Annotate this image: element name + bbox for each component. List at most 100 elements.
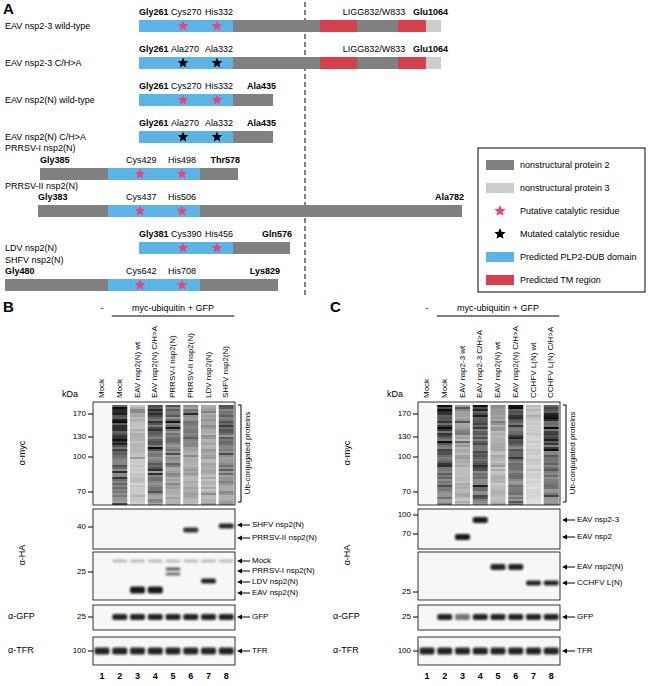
residue-label: His708 [168, 267, 196, 276]
smear-strip [491, 431, 506, 433]
smear-strip [544, 489, 559, 491]
smear-strip [112, 413, 127, 415]
smear-strip [219, 405, 234, 407]
smear-strip [437, 471, 452, 473]
smear-strip [508, 487, 523, 489]
smear-strip [508, 421, 523, 423]
smear-strip [201, 409, 216, 411]
smear-strip [491, 499, 506, 501]
smear-strip [491, 413, 506, 415]
smear-strip [491, 475, 506, 477]
residue-label: His456 [205, 230, 233, 239]
arrow-head [562, 615, 567, 620]
smear-strip [508, 491, 523, 493]
smear-strip [183, 433, 198, 435]
smear-strip [455, 453, 470, 455]
smear-strip [508, 441, 523, 443]
smear-strip [491, 409, 506, 411]
arrow-head [237, 649, 242, 654]
band-arrow [241, 582, 250, 583]
smear-strip [544, 415, 559, 417]
smear-strip [473, 461, 488, 463]
smear-strip [219, 481, 234, 483]
smear-strip [455, 445, 470, 447]
treatment-bracket [112, 316, 235, 317]
smear-strip [455, 477, 470, 479]
band-arrow [566, 520, 575, 521]
smear-strip [183, 443, 198, 445]
smear-strip [437, 417, 452, 419]
smear-strip [148, 479, 163, 481]
smear-strip [219, 465, 234, 467]
smear-strip [148, 407, 163, 409]
legend-star [494, 228, 505, 239]
smear-strip [183, 417, 198, 419]
smear-strip [491, 405, 506, 407]
protein-band [491, 648, 506, 655]
smear-strip [219, 459, 234, 461]
arrow-head [237, 591, 242, 596]
smear-strip [455, 497, 470, 499]
smear-strip [526, 461, 541, 463]
legend-swatch [486, 160, 514, 170]
smear-strip [508, 453, 523, 455]
mw-marker: 100 [73, 647, 86, 655]
smear-strip [491, 423, 506, 425]
smear-strip [508, 433, 523, 435]
antibody-label: α-HA [18, 545, 27, 566]
domain-segment [426, 20, 441, 32]
antibody-label: α-HA [343, 545, 352, 566]
smear-strip [201, 443, 216, 445]
smear-strip [112, 457, 127, 459]
smear-strip [437, 501, 452, 503]
smear-strip [508, 497, 523, 499]
arrow-head [237, 615, 242, 620]
smear-strip [473, 419, 488, 421]
smear-strip [544, 471, 559, 473]
smear-strip [455, 467, 470, 469]
smear-strip [526, 479, 541, 481]
smear-strip [491, 445, 506, 447]
smear-strip [473, 499, 488, 501]
bracket-label: Ub-conjugated proteins [569, 412, 577, 495]
smear-strip [201, 427, 216, 429]
smear-strip [201, 473, 216, 475]
band-arrow [566, 567, 575, 568]
residue-label: Glu1064 [413, 8, 448, 17]
smear-strip [148, 415, 163, 417]
construct-name: EAV nsp2(N) wild-type [5, 96, 95, 105]
smear-strip [491, 483, 506, 485]
mw-marker: 130 [73, 433, 86, 441]
smear-strip [473, 497, 488, 499]
smear-strip [508, 455, 523, 457]
smear-strip [112, 455, 127, 457]
blot-panel [418, 509, 560, 549]
protein-bar [139, 94, 273, 106]
smear-strip [201, 481, 216, 483]
smear-strip [491, 495, 506, 497]
smear-strip [437, 463, 452, 465]
lane-label: EAV nsp2(N) wt [134, 342, 142, 398]
lane-label: LDV nsp2(N) [205, 352, 213, 398]
lane-label: CCHFV L(N) wt [530, 342, 538, 398]
protein-band [526, 648, 541, 655]
smear-strip [130, 483, 145, 485]
smear-strip [112, 463, 127, 465]
smear-strip [148, 453, 163, 455]
smear-strip [526, 501, 541, 503]
smear-strip [437, 491, 452, 493]
smear-strip [455, 499, 470, 501]
smear-strip [166, 431, 181, 433]
smear-strip [526, 449, 541, 451]
smear-strip [201, 465, 216, 467]
smear-strip [130, 425, 145, 427]
panel-letter: C [330, 299, 341, 314]
smear-strip [526, 485, 541, 487]
smear-strip [183, 421, 198, 423]
smear-strip [473, 431, 488, 433]
lane-number: 2 [442, 672, 447, 681]
residue-label: Glu1064 [413, 45, 448, 54]
smear-strip [183, 459, 198, 461]
domain-segment [139, 242, 233, 254]
